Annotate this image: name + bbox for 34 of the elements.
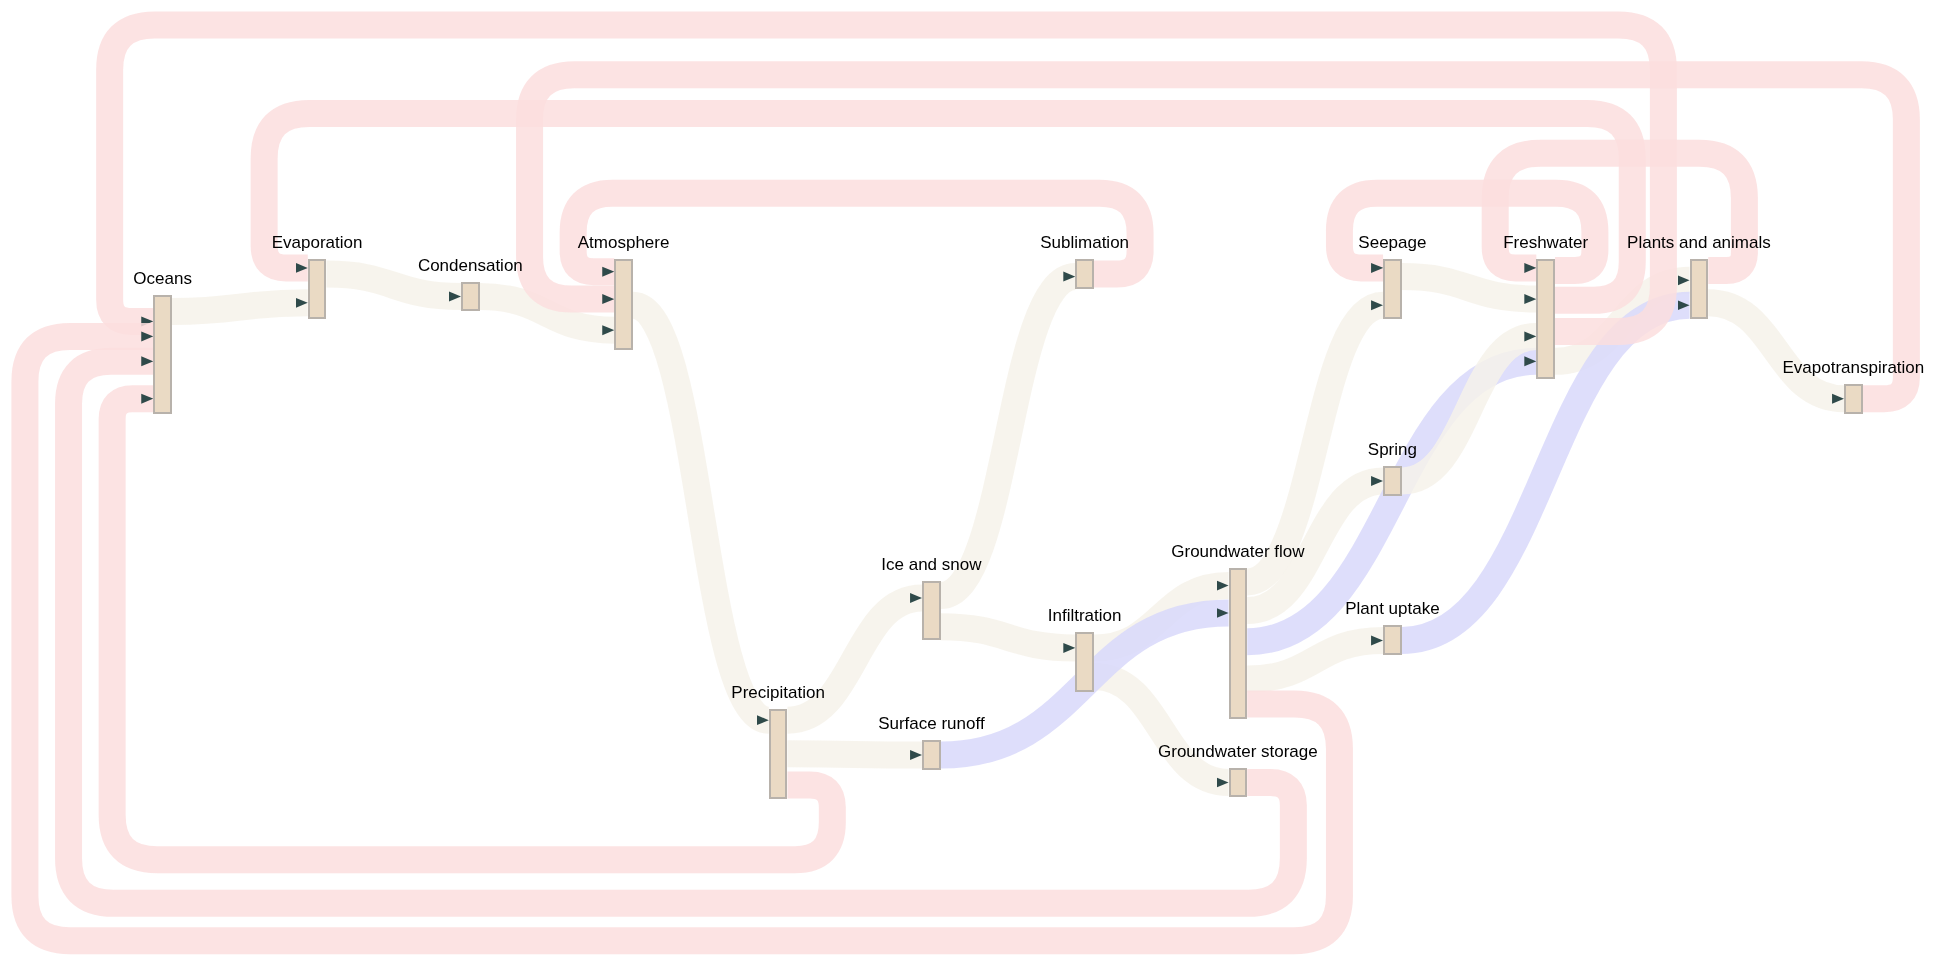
node-label: Plant uptake [1345, 598, 1440, 621]
flow-band [11, 322, 1353, 955]
node-label: Evapotranspiration [1782, 356, 1925, 379]
node-label: Groundwater storage [1158, 740, 1318, 763]
flow-band [96, 11, 1677, 345]
node-label: Sublimation [1040, 232, 1130, 255]
node-label: Plants and animals [1627, 232, 1771, 255]
node-label: Infiltration [1047, 604, 1122, 627]
flow-band [55, 347, 1307, 917]
flow-band [940, 613, 1076, 662]
node-label: Atmosphere [577, 232, 670, 255]
node-label: Condensation [417, 254, 523, 277]
flow-band [1481, 139, 1758, 284]
flow-band [98, 385, 846, 874]
flow-band [1246, 626, 1384, 693]
flow-band [479, 283, 615, 344]
node-label: Evaporation [271, 232, 363, 255]
flow-band [326, 260, 462, 311]
node-label: Surface runoff [878, 713, 985, 736]
node-label: Precipitation [731, 681, 825, 704]
node-label: Ice and snow [881, 553, 982, 576]
node-label: Groundwater flow [1171, 541, 1305, 564]
flow-band [559, 179, 1154, 288]
flow-band [516, 61, 1920, 413]
node-label: Spring [1367, 439, 1417, 461]
node-label: Freshwater [1503, 232, 1589, 255]
node-label: Seepage [1358, 232, 1427, 255]
flow-band [787, 740, 923, 769]
flow-band [939, 599, 1230, 769]
node-label: Oceans [133, 268, 192, 291]
flow-band [1325, 179, 1609, 284]
flow-band [1401, 263, 1537, 313]
flow-band [250, 99, 1646, 314]
flow-band [171, 289, 308, 325]
